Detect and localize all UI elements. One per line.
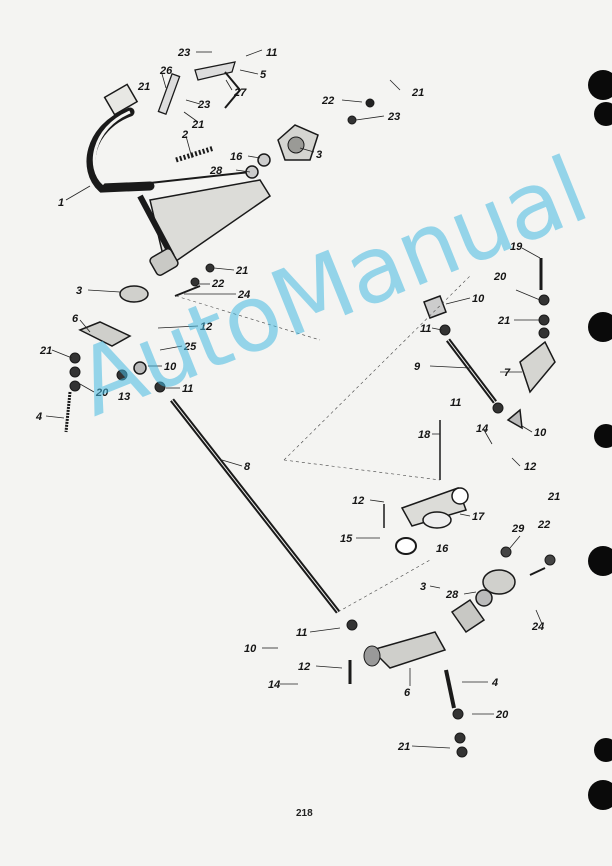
callout-10: 10 bbox=[472, 293, 485, 305]
callout-19: 19 bbox=[510, 241, 523, 253]
callout-11: 11 bbox=[420, 323, 431, 335]
pedal-assembly bbox=[86, 61, 375, 297]
callout-22: 22 bbox=[211, 278, 224, 290]
binder-hole bbox=[588, 312, 612, 342]
binder-hole bbox=[594, 424, 612, 448]
binder-hole bbox=[588, 780, 612, 810]
callout-11: 11 bbox=[450, 397, 461, 409]
callout-2: 2 bbox=[181, 129, 188, 141]
callout-22: 22 bbox=[321, 95, 334, 107]
callout-11: 11 bbox=[296, 627, 307, 639]
callout-3: 3 bbox=[76, 285, 82, 297]
callout-25: 25 bbox=[183, 341, 197, 353]
callout-7: 7 bbox=[504, 367, 511, 379]
callout-15: 15 bbox=[340, 533, 353, 545]
callout-21: 21 bbox=[235, 265, 248, 277]
callout-21: 21 bbox=[411, 87, 424, 99]
callout-6: 6 bbox=[404, 687, 411, 699]
callout-4: 4 bbox=[35, 411, 42, 423]
leader-lines bbox=[45, 49, 543, 749]
callout-3: 3 bbox=[316, 149, 322, 161]
callout-13: 13 bbox=[118, 391, 130, 403]
callout-18: 18 bbox=[418, 429, 431, 441]
callout-14: 14 bbox=[476, 423, 488, 435]
callout-24: 24 bbox=[531, 621, 544, 633]
callout-28: 28 bbox=[445, 589, 459, 601]
callout-11: 11 bbox=[266, 47, 277, 59]
binder-hole bbox=[594, 738, 612, 762]
callout-10: 10 bbox=[164, 361, 177, 373]
callout-24: 24 bbox=[237, 289, 250, 301]
callout-12: 12 bbox=[298, 661, 310, 673]
callout-20: 20 bbox=[495, 709, 509, 721]
callout-28: 28 bbox=[209, 165, 223, 177]
left-lever-assembly bbox=[64, 285, 468, 758]
callout-3: 3 bbox=[420, 581, 426, 593]
callout-20: 20 bbox=[95, 387, 109, 399]
binder-hole bbox=[594, 102, 612, 126]
binder-hole bbox=[588, 546, 612, 576]
callout-22: 22 bbox=[537, 519, 550, 531]
callout-10: 10 bbox=[244, 643, 257, 655]
callout-23: 23 bbox=[177, 47, 190, 59]
guide-lines bbox=[175, 275, 471, 613]
callout-5: 5 bbox=[260, 69, 267, 81]
callout-16: 16 bbox=[230, 151, 243, 163]
callout-10: 10 bbox=[534, 427, 547, 439]
callout-6: 6 bbox=[72, 313, 79, 325]
callout-12: 12 bbox=[200, 321, 212, 333]
binder-hole bbox=[588, 70, 612, 100]
callout-23: 23 bbox=[197, 99, 210, 111]
callout-26: 26 bbox=[159, 65, 173, 77]
callout-16: 16 bbox=[436, 543, 449, 555]
callout-14: 14 bbox=[268, 679, 280, 691]
callout-21: 21 bbox=[191, 119, 204, 131]
callout-27: 27 bbox=[233, 87, 247, 99]
callout-11: 11 bbox=[182, 383, 193, 395]
callout-20: 20 bbox=[493, 271, 507, 283]
callout-29: 29 bbox=[511, 523, 525, 535]
callout-4: 4 bbox=[491, 677, 498, 689]
callout-12: 12 bbox=[524, 461, 536, 473]
callout-1: 1 bbox=[58, 197, 64, 209]
callout-labels: 23 11 5 26 21 27 23 21 2 1 22 21 23 16 3… bbox=[35, 47, 560, 753]
callout-21: 21 bbox=[39, 345, 52, 357]
right-lever-assembly bbox=[383, 258, 556, 634]
callout-9: 9 bbox=[414, 361, 421, 373]
callout-8: 8 bbox=[244, 461, 251, 473]
callout-21: 21 bbox=[397, 741, 410, 753]
page-number: 218 bbox=[296, 808, 313, 819]
callout-21: 21 bbox=[497, 315, 510, 327]
callout-12: 12 bbox=[352, 495, 364, 507]
callout-23: 23 bbox=[387, 111, 400, 123]
callout-21: 21 bbox=[137, 81, 150, 93]
callout-21: 21 bbox=[547, 491, 560, 503]
callout-17: 17 bbox=[472, 511, 485, 523]
